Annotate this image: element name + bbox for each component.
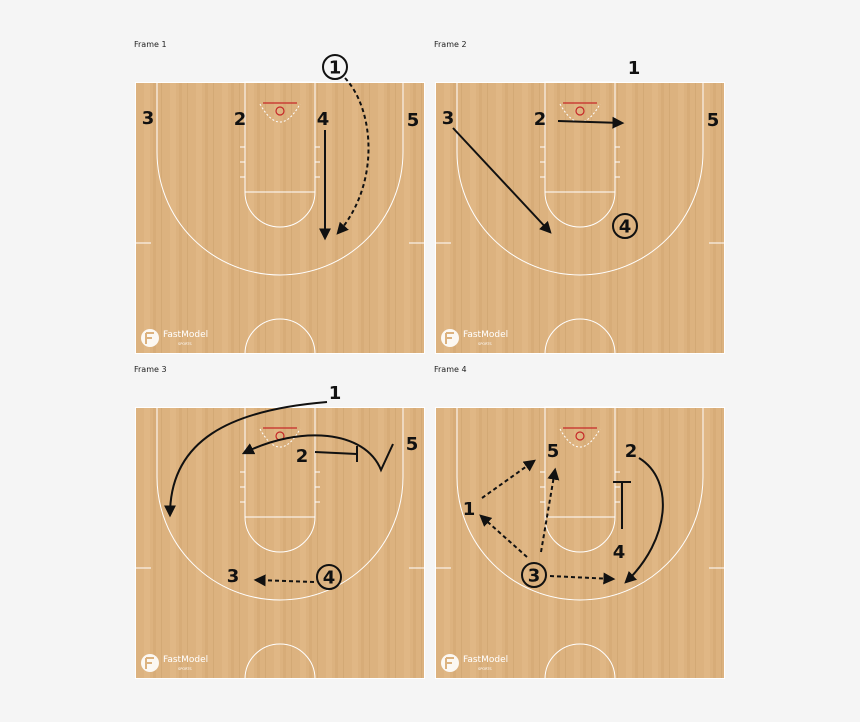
player-3: 3 — [528, 566, 541, 587]
court-frame-1: FastModel SPORTS — [134, 81, 426, 355]
player-5: 5 — [407, 110, 420, 131]
player-1: 1 — [329, 58, 342, 79]
cut-arrow-1 — [164, 401, 328, 518]
cut-arrow-2 — [624, 457, 664, 584]
pass-arrow-4-3 — [253, 574, 315, 587]
cut-arrow-3 — [452, 127, 552, 234]
player-4: 4 — [323, 568, 336, 589]
cut-arrow-2 — [557, 116, 625, 129]
pass-arrow-3-4 — [549, 572, 616, 585]
frame-title-2: Frame 2 — [434, 40, 467, 49]
logo-text: FastModel — [463, 330, 508, 340]
player-3: 3 — [442, 108, 455, 129]
logo-text: FastModel — [463, 655, 508, 665]
cut-arrow-5 — [241, 434, 394, 473]
player-2: 2 — [234, 109, 247, 130]
ball-handler-ring — [521, 562, 547, 588]
player-1: 1 — [329, 383, 342, 404]
player-4: 4 — [613, 542, 626, 563]
logo-sub: SPORTS — [178, 667, 192, 671]
logo-text: FastModel — [163, 655, 208, 665]
court-frame-2: FastModel SPORTS — [434, 81, 726, 355]
player-4: 4 — [317, 109, 330, 130]
frame-title-4: Frame 4 — [434, 365, 467, 374]
player-5: 5 — [406, 434, 419, 455]
pass-arrow-1-5 — [481, 459, 536, 499]
ball-handler-ring — [316, 564, 342, 590]
logo-sub: SPORTS — [478, 342, 492, 346]
pass-arrow-3-1 — [479, 514, 528, 558]
dribble-arrow-1 — [336, 77, 370, 235]
player-5: 5 — [707, 110, 720, 131]
frame-title-1: Frame 1 — [134, 40, 167, 49]
player-2: 2 — [625, 441, 638, 462]
player-4: 4 — [619, 217, 632, 238]
court-frame-3: FastModel SPORTS — [134, 406, 426, 680]
logo-text: FastModel — [163, 330, 208, 340]
frame-title-3: Frame 3 — [134, 365, 167, 374]
logo-sub: SPORTS — [178, 342, 192, 346]
player-5: 5 — [547, 441, 560, 462]
logo-sub: SPORTS — [478, 667, 492, 671]
frame-1-players: 1 3 2 4 5 — [142, 54, 420, 241]
player-2: 2 — [296, 446, 309, 467]
frame-4-players: 5 2 1 4 3 — [463, 441, 664, 588]
screen-line-2 — [314, 451, 358, 455]
ball-handler-ring — [322, 54, 348, 80]
frame-3-players: 1 2 5 3 4 — [164, 383, 419, 590]
player-1: 1 — [628, 58, 641, 79]
player-2: 2 — [534, 109, 547, 130]
player-3: 3 — [227, 566, 240, 587]
player-1: 1 — [463, 499, 476, 520]
ball-handler-ring — [612, 213, 638, 239]
court-frame-4: FastModel SPORTS — [434, 406, 726, 680]
player-3: 3 — [142, 108, 155, 129]
frame-2-players: 1 3 2 5 4 — [442, 58, 720, 239]
